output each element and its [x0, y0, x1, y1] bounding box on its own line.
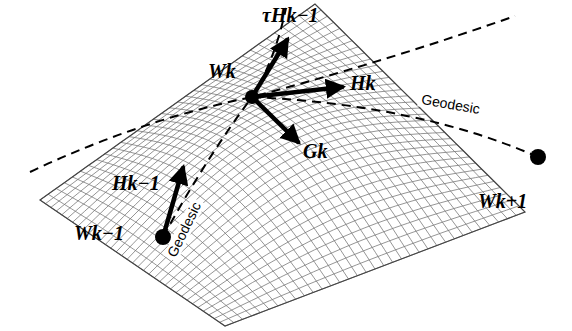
mesh-line [275, 33, 481, 229]
mesh-line [165, 145, 457, 286]
mesh-line [291, 21, 499, 222]
mesh-line [64, 183, 251, 316]
mesh-line [48, 194, 234, 322]
mesh-line [192, 175, 488, 303]
point-label: Wk+1 [478, 190, 527, 212]
mesh-line [307, 10, 516, 216]
mesh-line [299, 16, 508, 219]
mesh-line [138, 114, 426, 267]
mesh-line [220, 206, 519, 322]
mesh-line [218, 73, 419, 252]
mesh-line [153, 119, 348, 279]
geodesic-label: Geodesic [417, 91, 484, 117]
mesh-line [169, 108, 366, 273]
mesh-line [258, 44, 463, 235]
mesh-line [137, 131, 331, 286]
mesh-line [94, 65, 376, 237]
mesh-line [176, 157, 469, 293]
vector-label: τHk−1 [262, 4, 319, 26]
mesh-line [84, 53, 365, 230]
mesh-line [160, 139, 451, 282]
mesh-line [97, 160, 287, 303]
point-label: Wk−1 [74, 222, 124, 244]
mesh-line [209, 194, 507, 315]
mesh-line [214, 200, 512, 319]
vector-label: Hk [350, 72, 376, 94]
mesh-line [111, 84, 396, 249]
mesh-line [105, 154, 296, 299]
geodesic-line [30, 8, 538, 237]
vector-label: Gk [303, 140, 327, 162]
mesh-line [203, 188, 500, 312]
mesh-line [113, 148, 305, 296]
mesh-line [145, 125, 340, 282]
mesh-line [283, 27, 490, 225]
surface-outline [40, 4, 525, 326]
point-label: Wk [208, 60, 236, 82]
mesh-line [161, 114, 357, 276]
point-dot [155, 90, 546, 245]
vector-label: Hk−1 [112, 172, 160, 194]
